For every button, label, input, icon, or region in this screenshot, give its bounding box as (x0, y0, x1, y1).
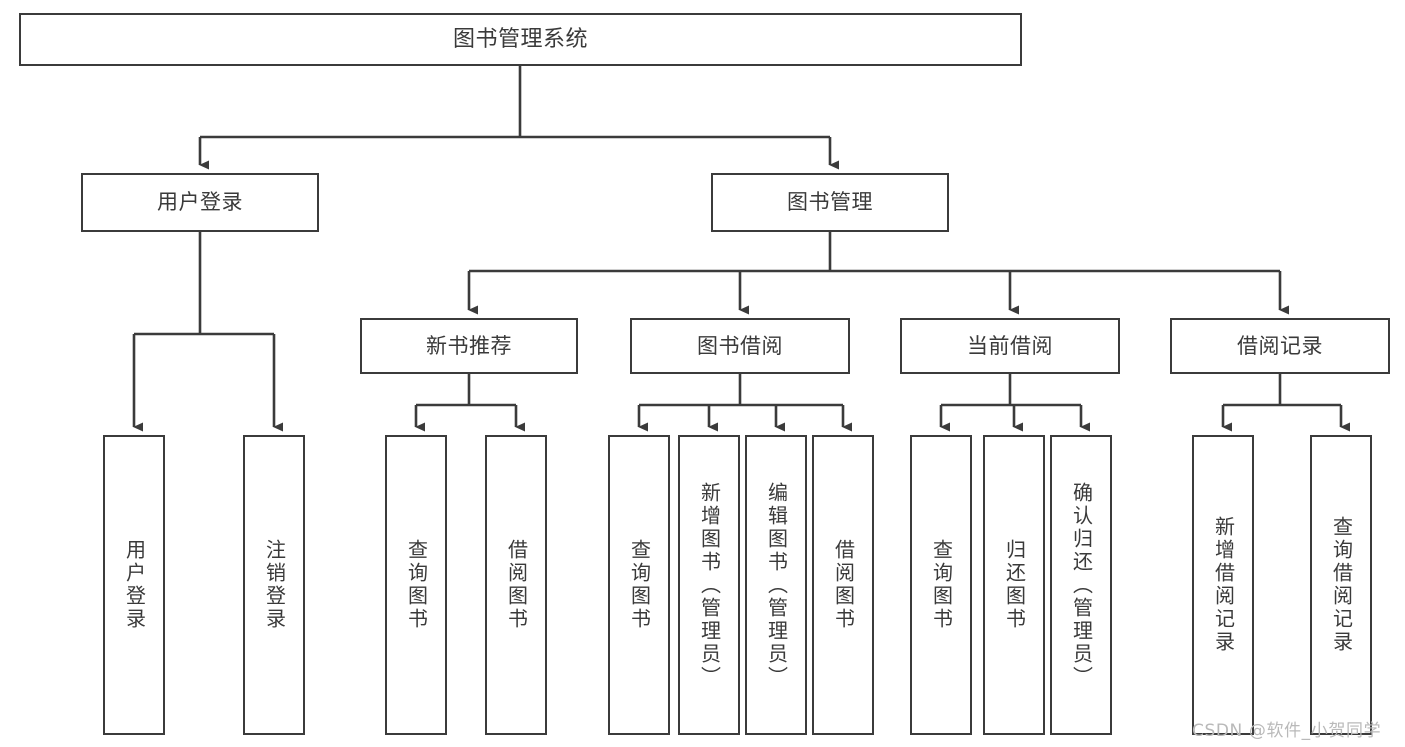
node-current-borrow-label: 当前借阅 (967, 333, 1053, 358)
node-leaf-query-book-3-label: 查询图书 (929, 539, 954, 631)
node-leaf-edit-book[interactable]: 编辑图书（管理员） (745, 435, 807, 735)
node-leaf-logout[interactable]: 注销登录 (243, 435, 305, 735)
node-leaf-query-book-1-label: 查询图书 (404, 539, 429, 631)
node-leaf-query-book-1[interactable]: 查询图书 (385, 435, 447, 735)
csdn-watermark: CSDN @软件_小贺同学 (1192, 721, 1382, 741)
node-leaf-user-login-label: 用户登录 (122, 539, 147, 631)
node-book-manage-label: 图书管理 (787, 190, 873, 215)
node-root[interactable]: 图书管理系统 (19, 13, 1022, 66)
node-leaf-add-book[interactable]: 新增图书（管理员） (678, 435, 740, 735)
node-leaf-query-book-2-label: 查询图书 (627, 539, 652, 631)
node-borrow-record[interactable]: 借阅记录 (1170, 318, 1390, 374)
node-book-borrow-label: 图书借阅 (697, 333, 783, 358)
node-leaf-user-login[interactable]: 用户登录 (103, 435, 165, 735)
node-current-borrow[interactable]: 当前借阅 (900, 318, 1120, 374)
node-leaf-add-book-label: 新增图书（管理员） (697, 481, 722, 689)
node-leaf-query-record-label: 查询借阅记录 (1329, 516, 1354, 654)
node-leaf-query-book-3[interactable]: 查询图书 (910, 435, 972, 735)
node-leaf-add-record-label: 新增借阅记录 (1211, 516, 1236, 654)
node-book-manage[interactable]: 图书管理 (711, 173, 949, 232)
node-leaf-add-record[interactable]: 新增借阅记录 (1192, 435, 1254, 735)
node-leaf-query-book-2[interactable]: 查询图书 (608, 435, 670, 735)
node-leaf-query-record[interactable]: 查询借阅记录 (1310, 435, 1372, 735)
node-new-book-rec[interactable]: 新书推荐 (360, 318, 578, 374)
node-book-borrow[interactable]: 图书借阅 (630, 318, 850, 374)
node-new-book-rec-label: 新书推荐 (426, 333, 512, 358)
node-leaf-return-book[interactable]: 归还图书 (983, 435, 1045, 735)
node-leaf-return-book-label: 归还图书 (1002, 539, 1027, 631)
node-leaf-logout-label: 注销登录 (262, 539, 287, 631)
node-leaf-borrow-book-1-label: 借阅图书 (504, 539, 529, 631)
node-root-label: 图书管理系统 (452, 26, 588, 52)
node-leaf-borrow-book-1[interactable]: 借阅图书 (485, 435, 547, 735)
node-leaf-confirm-return-label: 确认归还（管理员） (1069, 481, 1094, 689)
node-user-login-label: 用户登录 (157, 190, 243, 215)
node-leaf-borrow-book-2-label: 借阅图书 (831, 539, 856, 631)
node-leaf-borrow-book-2[interactable]: 借阅图书 (812, 435, 874, 735)
node-borrow-record-label: 借阅记录 (1237, 333, 1323, 358)
node-user-login[interactable]: 用户登录 (81, 173, 319, 232)
node-leaf-edit-book-label: 编辑图书（管理员） (764, 481, 789, 689)
node-leaf-confirm-return[interactable]: 确认归还（管理员） (1050, 435, 1112, 735)
